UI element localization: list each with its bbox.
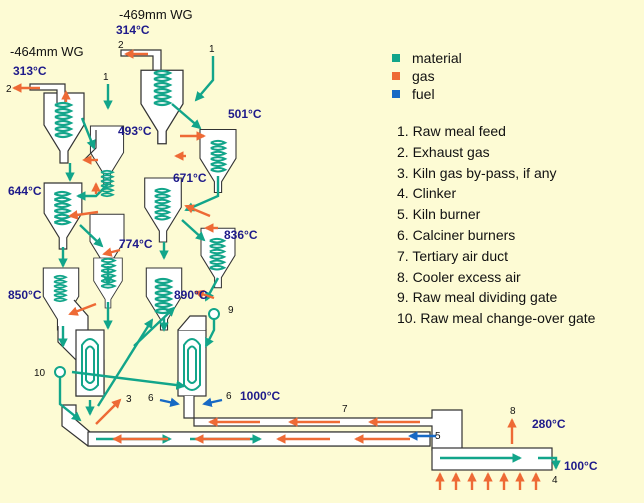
fuel-flows <box>159 397 436 441</box>
temp-1000: 1000°C <box>240 389 280 403</box>
callout-10: 10 <box>34 368 46 379</box>
temp-836: 836°C <box>224 228 258 242</box>
key-item: 1. Raw meal feed <box>397 123 506 139</box>
key-item: 3. Kiln gas by-pass, if any <box>397 164 557 181</box>
left-preheater-string <box>29 83 125 397</box>
callout-6-left: 6 <box>148 393 154 404</box>
temp-501: 501°C <box>228 107 262 121</box>
callout-2-left: 2 <box>6 84 12 95</box>
legend-label-fuel: fuel <box>412 86 435 102</box>
temp-774: 774°C <box>119 237 153 251</box>
legend-swatch-material <box>392 54 400 62</box>
legend-item-fuel: fuel <box>392 85 462 103</box>
legend-swatch-fuel <box>392 90 400 98</box>
key-item: 7. Tertiary air duct <box>397 247 509 264</box>
legend-swatch-gas <box>392 72 400 80</box>
key-item: 9. Raw meal dividing gate <box>397 289 558 306</box>
callout-8: 8 <box>510 406 516 417</box>
temp-314: 314°C <box>116 23 150 37</box>
gas-flows <box>12 49 541 490</box>
calciner-left <box>75 329 105 397</box>
temp-890: 890°C <box>174 288 208 302</box>
raw-meal-dividing-gate <box>208 308 220 320</box>
temp-671: 671°C <box>173 171 207 185</box>
callout-6-right: 6 <box>226 391 232 402</box>
callout-1-left: 1 <box>103 72 109 83</box>
pressure-left-label: -464mm WG <box>10 44 84 59</box>
flow-legend: material gas fuel <box>392 49 462 103</box>
key-item: 8. Cooler excess air <box>397 268 521 285</box>
callout-9: 9 <box>228 305 234 316</box>
temp-850: 850°C <box>8 288 42 302</box>
temp-313: 313°C <box>13 64 47 78</box>
temp-493: 493°C <box>118 124 152 138</box>
legend-label-material: material <box>412 50 462 66</box>
legend-item-gas: gas <box>392 67 462 85</box>
callout-2-right: 2 <box>118 40 124 51</box>
raw-meal-change-over-gate <box>54 366 66 378</box>
temp-280: 280°C <box>532 417 566 431</box>
temp-100: 100°C <box>564 459 598 473</box>
pressure-right-label: -469mm WG <box>119 7 193 22</box>
component-key-list: 1. Raw meal feed 2. Exhaust gas 3. Kiln … <box>397 121 595 329</box>
temp-644: 644°C <box>8 184 42 198</box>
legend-item-material: material <box>392 49 462 67</box>
key-item: 4. Clinker <box>397 185 457 202</box>
legend-label-gas: gas <box>412 68 435 84</box>
callout-3: 3 <box>126 394 132 405</box>
material-flows <box>58 56 561 470</box>
key-item: 10. Raw meal change-over gate <box>397 310 596 327</box>
callout-5: 5 <box>435 431 441 442</box>
key-item: 5. Kiln burner <box>397 206 481 223</box>
callout-4: 4 <box>552 475 558 486</box>
right-preheater-string <box>120 49 237 397</box>
key-item: 6. Calciner burners <box>397 226 516 243</box>
callout-7: 7 <box>342 404 348 415</box>
key-item: 2. Exhaust gas <box>397 143 490 160</box>
callout-1-right: 1 <box>209 44 215 55</box>
